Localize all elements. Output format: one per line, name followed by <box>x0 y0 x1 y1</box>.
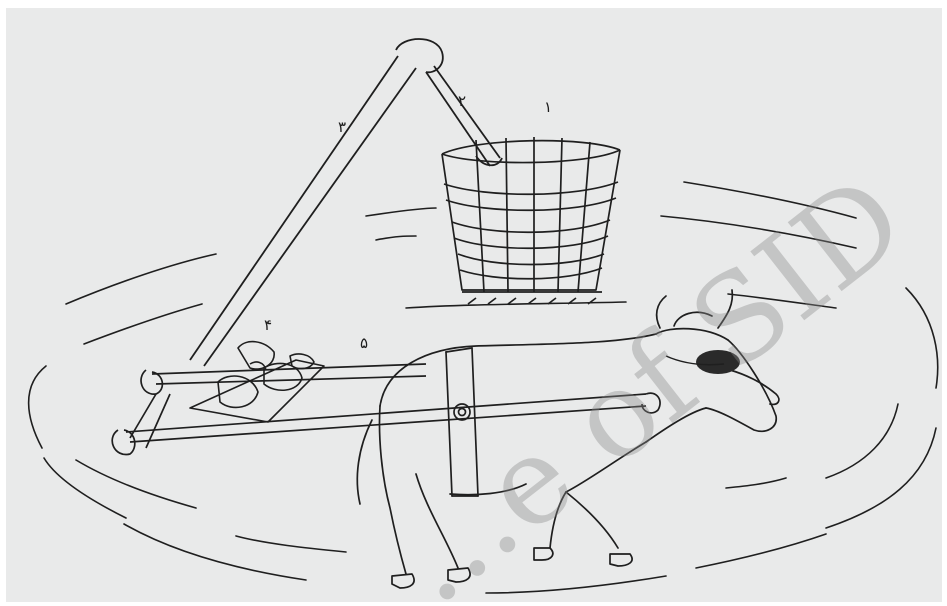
label-1: ١ <box>544 98 552 116</box>
label-3: ٣ <box>338 118 346 136</box>
label-5: ۵ <box>360 334 368 352</box>
line-drawing: ١ ٢ ٣ ۴ ۵ ...e of SID <box>6 8 942 602</box>
label-2: ٢ <box>458 92 466 110</box>
label-4: ۴ <box>264 316 272 334</box>
